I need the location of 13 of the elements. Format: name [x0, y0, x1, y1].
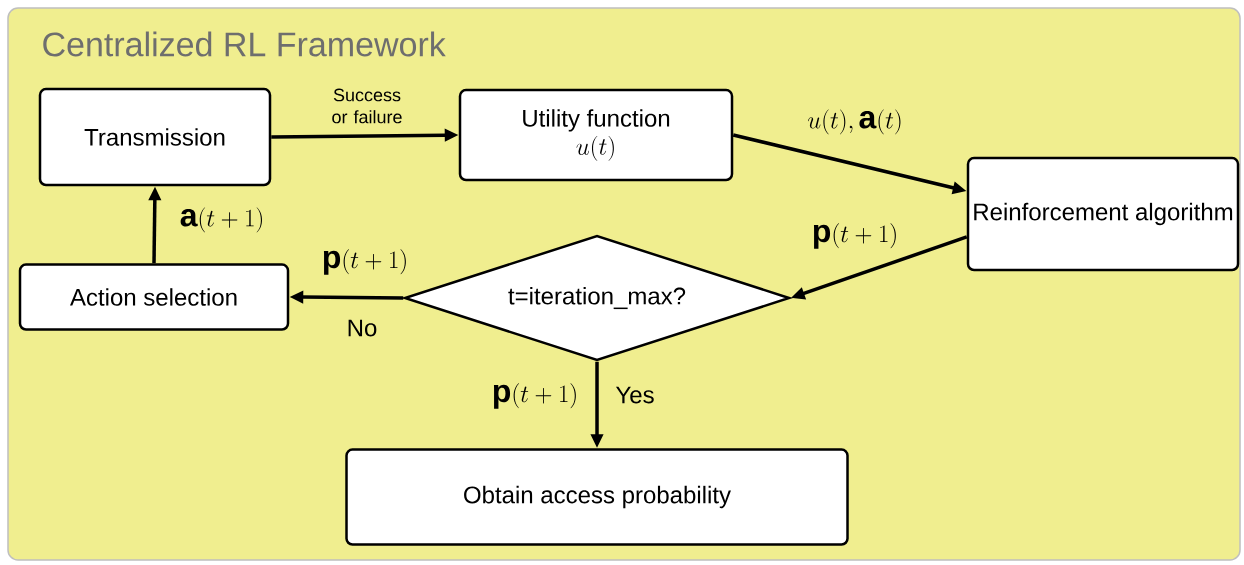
- process-box: Transmission: [38, 87, 272, 187]
- edge-label: $\mathbf{p}(t+1)$: [493, 383, 576, 409]
- process-box: Action selection: [18, 263, 290, 331]
- edge-label: $u(t), \mathbf{a}(t)$: [808, 109, 901, 135]
- edge-label: $\mathbf{a}(t+1)$: [180, 207, 262, 233]
- branch-label: Yes: [615, 386, 654, 404]
- edge-label: $\mathbf{p}(t+1)$: [813, 223, 896, 249]
- process-box: Reinforcement algorithm: [966, 156, 1240, 272]
- process-box: Obtain access probability: [345, 448, 849, 546]
- edge-label: Success or failure: [332, 88, 402, 124]
- process-box: Utility function $u(t)$: [458, 88, 734, 182]
- branch-label: No: [348, 319, 377, 337]
- title: Centralized RL Framework: [43, 31, 446, 57]
